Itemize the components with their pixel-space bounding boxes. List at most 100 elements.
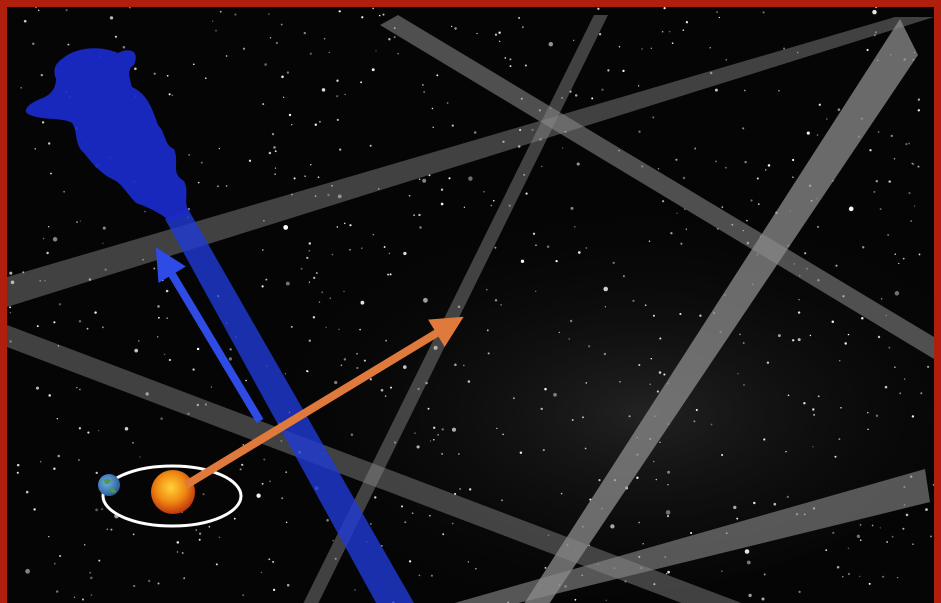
star [652, 314, 655, 317]
star [242, 444, 244, 446]
star [561, 96, 564, 99]
star [582, 416, 584, 419]
star [356, 366, 359, 370]
star [308, 339, 311, 342]
star [387, 273, 390, 276]
star [187, 412, 190, 416]
star [334, 380, 338, 385]
star [436, 74, 439, 77]
star [89, 571, 92, 574]
star [198, 538, 201, 541]
star [825, 549, 828, 551]
star [281, 75, 284, 79]
star [114, 35, 117, 38]
star [217, 185, 219, 187]
star [661, 30, 664, 33]
star [369, 522, 372, 525]
star [641, 48, 643, 50]
star [389, 273, 392, 276]
star [632, 299, 635, 303]
star [650, 357, 653, 360]
star [742, 341, 745, 345]
star [9, 311, 12, 314]
star [428, 174, 431, 177]
star [902, 257, 905, 260]
star [229, 348, 232, 351]
star [317, 176, 320, 179]
star [809, 334, 812, 337]
star [874, 31, 877, 34]
star [748, 593, 752, 598]
star [59, 554, 62, 558]
star [804, 252, 807, 255]
star [468, 176, 473, 181]
star [165, 289, 169, 293]
star [847, 572, 851, 576]
star [269, 480, 271, 482]
star [204, 403, 208, 406]
star [877, 335, 881, 339]
star [836, 566, 840, 569]
star [102, 242, 104, 245]
star [35, 386, 40, 390]
star [300, 267, 303, 270]
star [584, 447, 587, 450]
star [826, 118, 828, 120]
star [679, 312, 682, 316]
star [90, 594, 93, 596]
star [402, 365, 407, 369]
star [361, 247, 363, 249]
star [440, 188, 444, 191]
star [896, 576, 899, 579]
star [875, 180, 878, 183]
star [67, 43, 70, 46]
star [262, 103, 265, 106]
sun [151, 470, 195, 514]
star [831, 320, 835, 323]
star [34, 148, 36, 150]
star [848, 206, 854, 212]
star [898, 262, 900, 265]
star [53, 562, 56, 565]
star [873, 33, 877, 37]
star [218, 147, 221, 150]
star [176, 541, 180, 544]
star [343, 290, 345, 293]
star [344, 93, 346, 96]
star [290, 325, 293, 328]
star [744, 160, 747, 164]
star [331, 184, 333, 187]
star [378, 14, 381, 17]
star [196, 347, 200, 351]
star [587, 345, 591, 348]
star [868, 582, 871, 585]
star [58, 303, 62, 306]
star [304, 175, 306, 178]
star [336, 118, 339, 121]
star [369, 378, 373, 381]
star [427, 407, 430, 410]
star [739, 333, 741, 336]
star [208, 525, 211, 528]
star [817, 395, 820, 398]
star [326, 519, 329, 522]
star [321, 291, 324, 294]
star [597, 7, 600, 10]
star [818, 103, 821, 106]
star [339, 148, 342, 151]
star [403, 251, 407, 256]
star [65, 9, 68, 12]
star [37, 9, 40, 12]
star [656, 390, 660, 393]
star [743, 89, 746, 92]
star [835, 264, 838, 267]
star [601, 88, 604, 91]
star [840, 406, 842, 409]
star [423, 91, 425, 93]
star [842, 576, 844, 578]
star [380, 388, 384, 392]
earth-orbit [101, 464, 243, 528]
star [462, 364, 465, 367]
star [144, 210, 146, 213]
star [147, 579, 151, 583]
